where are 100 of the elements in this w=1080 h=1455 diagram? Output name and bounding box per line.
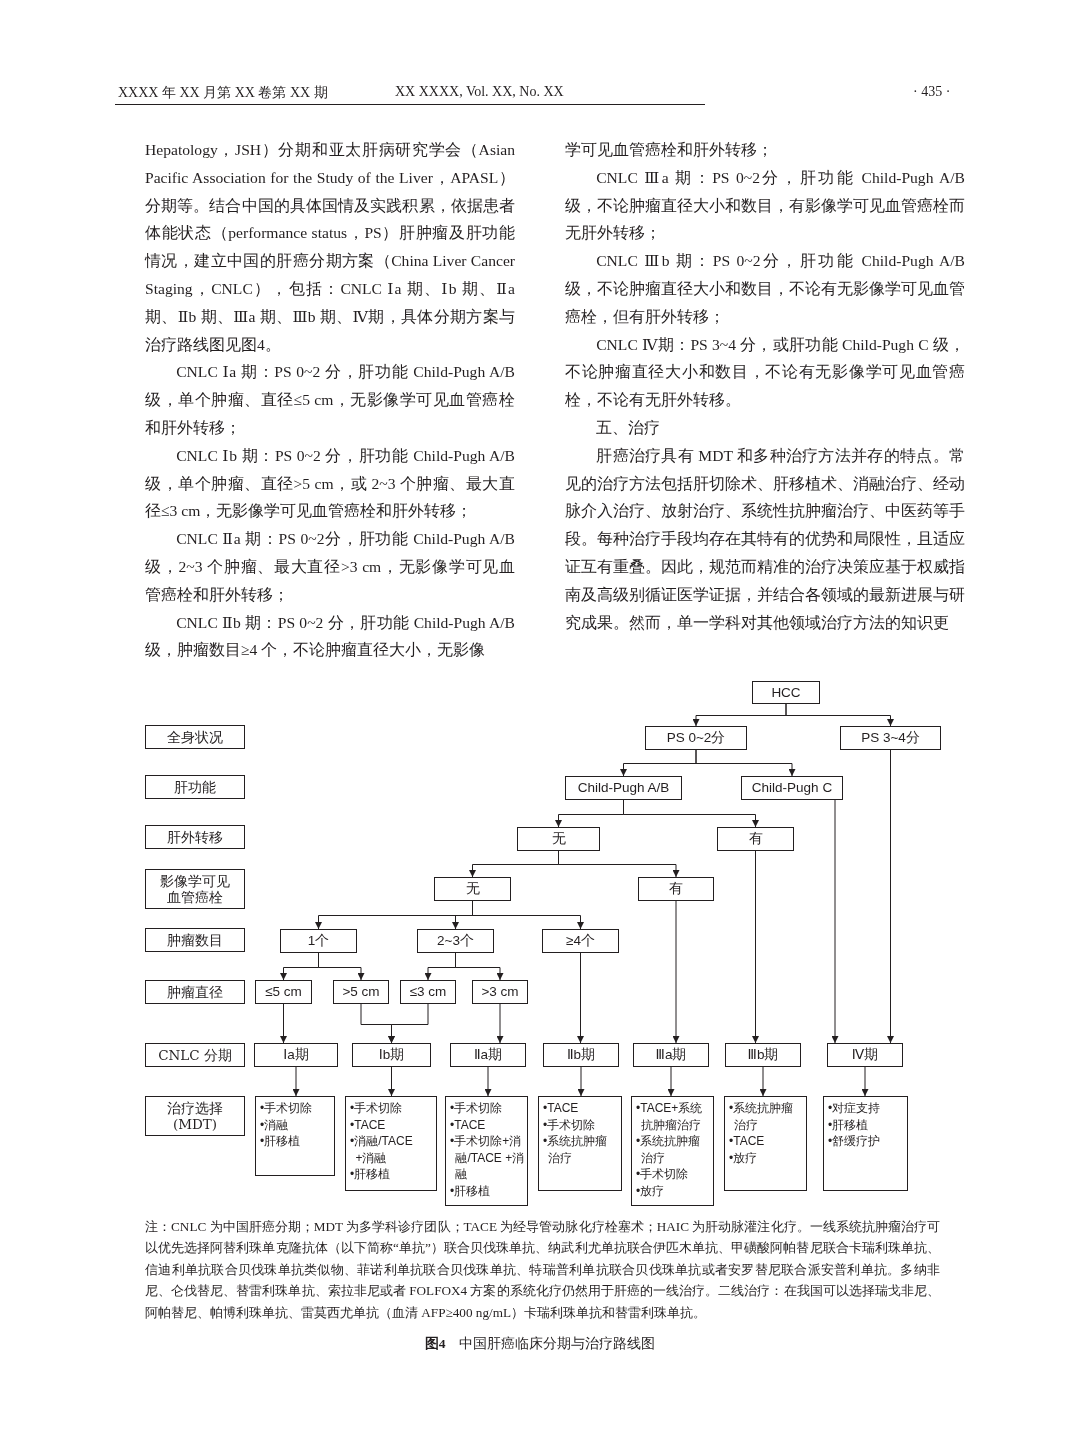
paragraph: CNLC Ⅲb 期：PS 0~2分，肝功能 Child-Pugh A/B 级，不论肿瘤直径大小和数目，不论有无影像学可见血管癌栓，但有肝外转移； (565, 251, 965, 327)
treatment-box (823, 1096, 908, 1191)
decision-box: >5 cm (333, 980, 389, 1004)
decision-box: 有 (638, 877, 714, 901)
stage-box: Ⅱa期 (450, 1043, 526, 1067)
running-header: XXXX 年 XX 月第 XX 卷第 XX 期 (118, 84, 328, 102)
arrow (577, 1066, 585, 1097)
paragraph: 学可见血管癌栓和肝外转移； (565, 140, 774, 160)
stage-box: Ⅰb期 (352, 1043, 431, 1067)
decision-box: >3 cm (472, 980, 528, 1004)
decision-box: HCC (752, 681, 820, 704)
treatment-item: •肝移植 (350, 1166, 392, 1183)
paragraph: CNLC Ⅱa 期：PS 0~2分，肝功能 Child-Pugh A/B 级，2~3 个肿瘤、最大直径>3 cm，无影像学可见血管癌栓和肝外转移； (145, 529, 515, 605)
treatment-item: •手术切除 (636, 1166, 690, 1183)
paragraph: CNLC Ⅲa 期：PS 0~2分，肝功能 Child-Pugh A/B 级，不论肿瘤直径大小和数目，有影像学可见血管癌栓而无肝外转移； (565, 167, 965, 244)
treatment-item: •放疗 (729, 1149, 759, 1166)
decision-box: 有 (717, 827, 794, 851)
decision-box: Child-Pugh C (741, 776, 843, 800)
decision-box: 1个 (280, 929, 357, 953)
arrow (558, 850, 680, 878)
treatment-box (345, 1096, 437, 1191)
stage-box: Ⅱb期 (543, 1043, 619, 1067)
category-box: 肝外转移 (145, 825, 245, 849)
treatment-box (724, 1096, 807, 1191)
arrow (577, 952, 584, 1044)
arrow (623, 799, 759, 828)
arrow (388, 1003, 429, 1044)
arrow (887, 749, 894, 1044)
stage-box: Ⅳ期 (827, 1043, 903, 1067)
treatment-box (538, 1096, 622, 1191)
category-box: 影像学可见血管癌栓 (145, 869, 245, 909)
decision-box: PS 3~4分 (840, 726, 941, 750)
running-header: XX XXXX, Vol. XX, No. XX (395, 84, 564, 100)
arrow (667, 1066, 675, 1097)
treatment-item: •TACE (350, 1116, 387, 1133)
treatment-box (445, 1096, 528, 1206)
treatment-item: •手术切除 (543, 1116, 597, 1133)
paragraph: CNLC Ⅰa 期：PS 0~2 分，肝功能 Child-Pugh A/B 级，单个肿瘤、直径≤5 cm，无影像学可见血管癌栓和肝外转移； (145, 362, 515, 438)
figure-caption: 图4 中国肝癌临床分期与治疗路线图 (424, 1336, 656, 1351)
treatment-item: •TACE (543, 1100, 580, 1117)
paragraph: CNLC Ⅳ期：PS 3~4 分，或肝功能 Child-Pugh C 级，不论肿瘤直径大小和数目，不论有无影像学可见血管癌栓，不论有无肝外转移。 (565, 334, 965, 411)
decision-box: PS 0~2分 (645, 726, 747, 750)
treatment-item: •放疗 (636, 1182, 666, 1199)
arrow (695, 749, 796, 777)
stage-box: Ⅲb期 (725, 1043, 801, 1067)
section-heading: 五、治疗 (595, 417, 662, 438)
stage-box: Ⅲa期 (633, 1043, 709, 1067)
category-box: CNLC 分期 (145, 1043, 245, 1067)
arrow (484, 1066, 492, 1097)
decision-box: 2~3个 (417, 929, 494, 953)
paragraph: 肝癌治疗具有 MDT 和多种治疗方法并存的特点。常见的治疗方法包括肝切除术、肝移植术、消融治疗、经动脉介入治疗、放射治疗、系统性抗肿瘤治疗、中医药等手段。每种治疗手段均存在其特有的优势和局限性，且适应证互有重叠。因此，规范而精准的治疗决策应基于权威指南及高级别循证医学证据，并结合各领域的最新进展与研究成果。然而，单一学科对其他领域治疗方法的知识更 (565, 445, 965, 633)
decision-box: ≤5 cm (255, 980, 312, 1004)
treatment-item: •TACE (729, 1133, 766, 1150)
treatment-item: •手术切除 (260, 1100, 314, 1117)
treatment-item: •舒缓疗护 (828, 1133, 882, 1150)
treatment-item: •消融/TACE +消融 (350, 1133, 414, 1166)
treatment-item: •系统抗肿瘤治疗 (729, 1100, 795, 1133)
category-box: 治疗选择 (MDT) (145, 1096, 245, 1136)
category-box: 肝功能 (145, 775, 245, 799)
arrow (292, 1066, 300, 1097)
paragraph: Hepatology，JSH）分期和亚太肝病研究学会（Asian Pacific Association for the Study of the Liver，APASL）分期等。结合中国的具体国情及实践积累，依据患者体能状态（performance status，PS）肝肿瘤及肝功能情况，建立中国的肝癌分期方案（China Liver Cancer Staging，CNLC），包括：CNLC Ⅰa 期、Ⅰb 期、Ⅱa 期、Ⅱb 期、Ⅲa 期、Ⅲb 期、Ⅳ期，具体分期方案与治疗路线图见图4。 (145, 140, 515, 355)
arrow (752, 850, 759, 1044)
arrow (672, 900, 680, 1044)
arrow (472, 900, 584, 930)
treatment-box (255, 1096, 335, 1176)
arrow (785, 703, 894, 727)
treatment-item: •消融 (260, 1116, 290, 1133)
arrow (759, 1066, 767, 1097)
treatment-item: •系统抗肿瘤治疗 (636, 1133, 702, 1166)
treatment-item: •系统抗肿瘤治疗 (543, 1133, 609, 1166)
arrow (280, 1003, 287, 1044)
decision-box: 无 (434, 877, 511, 901)
treatment-box (631, 1096, 714, 1206)
decision-box: ≤3 cm (400, 980, 456, 1004)
treatment-item: •手术切除 (450, 1100, 504, 1117)
treatment-item: •对症支持 (828, 1100, 882, 1117)
treatment-item: •TACE (450, 1116, 487, 1133)
treatment-item: •手术切除 (350, 1100, 404, 1117)
treatment-item: •手术切除+消融/TACE +消融 (450, 1133, 525, 1183)
arrow (831, 799, 839, 1044)
arrow (861, 1066, 869, 1097)
paragraph: CNLC Ⅱb 期：PS 0~2 分，肝功能 Child-Pugh A/B 级，肿瘤数目≥4 个，不论肿瘤直径大小，无影像 (145, 612, 515, 661)
treatment-item: •肝移植 (260, 1133, 302, 1150)
figure-note: 注：CNLC 为中国肝癌分期；MDT 为多学科诊疗团队；TACE 为经导管动脉化疗栓塞术；HAIC 为肝动脉灌注化疗。一线系统抗肿瘤治疗可以优先选择阿替利珠单克隆抗体（以下简称“单抗”）联合贝伐珠单抗、纳武利尤单抗联合伊匹木单抗、甲磺酸阿帕替尼联合卡瑞利珠单抗、信迪利单抗联合贝伐珠单抗类似物、菲诺利单抗联合贝伐珠单抗、特瑞普利单抗联合贝伐珠单抗或者安罗替尼联合派安普利单抗。多纳非尼、仑伐替尼、替雷利珠单抗、索拉非尼或者 FOLFOX4 方案的系统化疗仍然用于肝癌的一线治疗。二线治疗：在我国可以选择瑞戈非尼、阿帕替尼、帕博利珠单抗、雷莫西尤单抗（血清 AFP≥400 ng/mL）卡瑞利珠单抗和替雷利珠单抗。 (145, 1218, 940, 1322)
decision-box: Child-Pugh A/B (565, 776, 682, 800)
arrow (318, 952, 365, 981)
stage-box: Ⅰa期 (254, 1043, 338, 1067)
treatment-item: •肝移植 (450, 1182, 492, 1199)
page-number: · 435 · (913, 84, 951, 100)
arrow (388, 1066, 395, 1097)
arrow (496, 1003, 504, 1044)
paragraph: CNLC Ⅰb 期：PS 0~2 分，肝功能 Child-Pugh A/B 级，单个肿瘤、直径>5 cm，或 2~3 个肿瘤、最大直径≤3 cm，无影像学可见血管癌栓和肝外转移； (145, 445, 515, 522)
arrow (455, 952, 504, 981)
category-box: 肿瘤数目 (145, 928, 245, 952)
category-box: 肿瘤直径 (145, 980, 245, 1004)
decision-box: ≥4个 (542, 929, 619, 953)
decision-box: 无 (517, 827, 600, 851)
treatment-item: •肝移植 (828, 1116, 870, 1133)
treatment-item: •TACE+系统抗肿瘤治疗 (636, 1100, 704, 1133)
category-box: 全身状况 (145, 725, 245, 749)
